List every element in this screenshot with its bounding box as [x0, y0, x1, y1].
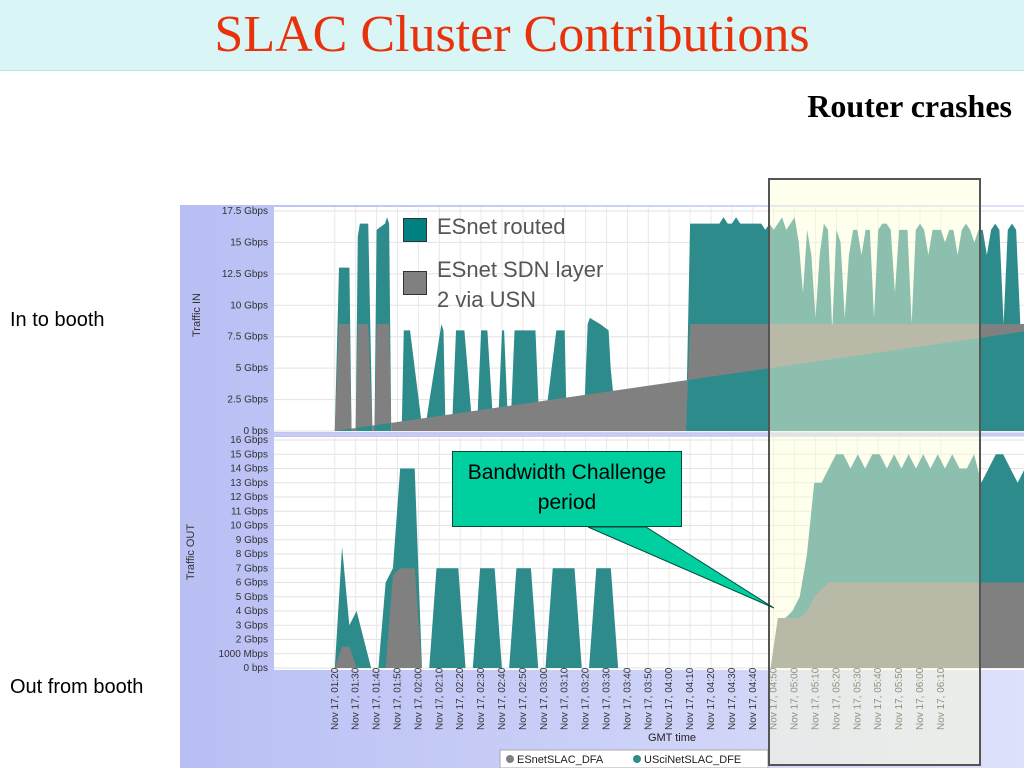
x-tick: Nov 17, 03:50 — [643, 667, 654, 730]
out-y-tick: 1000 Mbps — [219, 649, 268, 660]
out-y-axis-label: Traffic OUT — [185, 524, 197, 581]
out-y-tick: 8 Gbps — [236, 549, 268, 560]
in-y-tick: 5 Gbps — [236, 363, 268, 374]
in-y-tick: 0 bps — [244, 426, 268, 437]
x-tick: Nov 17, 04:40 — [748, 667, 759, 730]
in-y-axis-label: Traffic IN — [191, 293, 203, 337]
x-tick: Nov 17, 02:00 — [413, 667, 424, 730]
out-y-tick: 2 Gbps — [236, 635, 268, 646]
out-y-tick: 10 Gbps — [230, 521, 268, 532]
in-series-usci-area — [334, 217, 1024, 431]
x-tick: Nov 17, 02:10 — [434, 667, 445, 730]
x-tick: Nov 17, 05:50 — [894, 667, 905, 730]
x-tick: Nov 17, 05:00 — [790, 667, 801, 730]
in-y-tick-labels: 0 bps 2.5 Gbps 5 Gbps 7.5 Gbps 10 Gbps 12.5 G… — [222, 206, 268, 437]
bandwidth-challenge-callout: Bandwidth Challenge period — [452, 451, 682, 527]
in-y-tick: 7.5 Gbps — [227, 332, 268, 343]
out-y-tick: 13 Gbps — [230, 478, 268, 489]
x-tick: Nov 17, 03:00 — [539, 667, 550, 730]
esnet-routed-swatch — [403, 218, 427, 242]
title-bar — [0, 0, 1024, 71]
out-y-tick: 14 Gbps — [230, 464, 268, 475]
x-tick: Nov 17, 05:20 — [831, 667, 842, 730]
in-to-booth-label: In to booth — [10, 309, 105, 331]
in-y-tick: 10 Gbps — [230, 300, 268, 311]
in-y-tick: 17.5 Gbps — [222, 206, 268, 217]
legend-entry: ESnetSLAC_DFA — [517, 754, 604, 766]
out-y-tick: 3 Gbps — [236, 620, 268, 631]
x-tick: Nov 17, 04:00 — [664, 667, 675, 730]
x-tick: Nov 17, 03:40 — [622, 667, 633, 730]
in-series-areas — [334, 217, 1024, 431]
out-y-tick: 11 Gbps — [231, 506, 268, 517]
out-y-tick: 0 bps — [244, 663, 268, 674]
x-tick: Nov 17, 01:50 — [393, 667, 404, 730]
x-axis-label: GMT time — [648, 732, 696, 744]
x-tick: Nov 17, 03:30 — [602, 667, 613, 730]
x-tick: Nov 17, 04:50 — [769, 667, 780, 730]
legend-marker — [506, 755, 514, 763]
x-tick: Nov 17, 06:10 — [936, 667, 947, 730]
x-tick: Nov 17, 01:40 — [372, 667, 383, 730]
x-tick: Nov 17, 03:10 — [560, 667, 571, 730]
in-series-esnet-area — [334, 324, 1024, 431]
x-tick: Nov 17, 02:20 — [455, 667, 466, 730]
in-y-tick: 2.5 Gbps — [227, 395, 268, 406]
x-tick: Nov 17, 03:20 — [581, 667, 592, 730]
out-series-areas — [334, 454, 1024, 668]
esnet-sdn-swatch — [403, 271, 427, 295]
x-tick: Nov 17, 04:10 — [685, 667, 696, 730]
out-y-tick: 9 Gbps — [236, 535, 268, 546]
x-tick: Nov 17, 04:20 — [706, 667, 717, 730]
in-y-tick: 15 Gbps — [230, 237, 268, 248]
out-y-tick: 12 Gbps — [230, 492, 268, 503]
x-tick: Nov 17, 02:30 — [476, 667, 487, 730]
out-series-esnet-area — [334, 568, 1024, 668]
legend-marker — [633, 755, 641, 763]
in-y-tick: 12.5 Gbps — [222, 269, 268, 280]
esnet-sdn-legend-line1: ESnet SDN layer — [437, 257, 604, 282]
x-tick: Nov 17, 01:30 — [351, 667, 362, 730]
x-tick: Nov 17, 05:40 — [873, 667, 884, 730]
x-tick: Nov 17, 05:30 — [852, 667, 863, 730]
out-y-tick: 15 Gbps — [230, 449, 268, 460]
out-y-tick: 7 Gbps — [236, 563, 268, 574]
out-y-tick: 5 Gbps — [236, 592, 268, 603]
out-y-tick-labels: 0 bps 1000 Mbps 2 Gbps 3 Gbps 4 Gbps 5 Gbps 6 … — [219, 435, 268, 674]
x-tick: Nov 17, 06:00 — [915, 667, 926, 730]
slide-subtitle: Router crashes — [807, 88, 1012, 124]
esnet-sdn-legend-line2: 2 via USN — [437, 287, 537, 312]
x-tick-labels: Nov 17, 01:20 Nov 17, 01:30 Nov 17, 01:40 N… — [330, 667, 947, 730]
out-y-tick: 6 Gbps — [236, 578, 268, 589]
bandwidth-challenge-highlight — [768, 178, 981, 766]
out-y-tick: 4 Gbps — [236, 606, 268, 617]
out-y-tick: 16 Gbps — [230, 435, 268, 446]
slide-title: SLAC Cluster Contributions — [214, 6, 810, 63]
x-tick: Nov 17, 01:20 — [330, 667, 341, 730]
x-tick: Nov 17, 02:50 — [518, 667, 529, 730]
esnet-routed-legend: ESnet routed — [437, 214, 566, 239]
x-tick: Nov 17, 02:40 — [497, 667, 508, 730]
out-from-booth-label: Out from booth — [10, 676, 144, 698]
x-tick: Nov 17, 04:30 — [727, 667, 738, 730]
x-tick: Nov 17, 05:10 — [811, 667, 822, 730]
legend-entry: USciNetSLAC_DFE — [644, 754, 741, 766]
